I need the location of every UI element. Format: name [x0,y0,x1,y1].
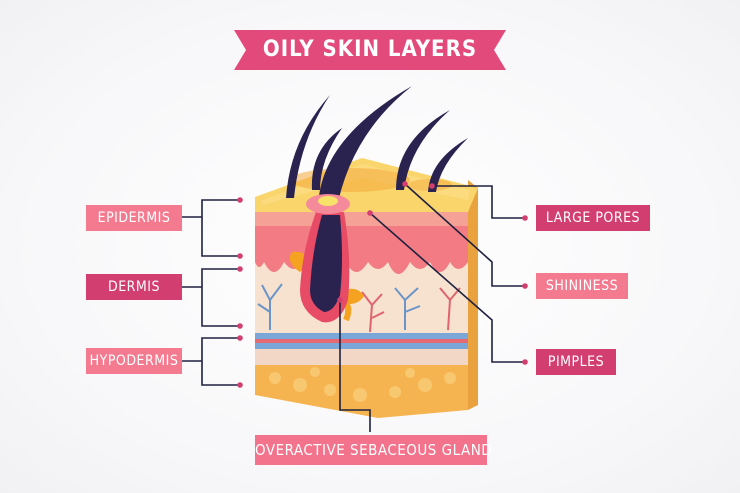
label-epidermis: EPIDERMIS [86,205,182,231]
title-banner [234,30,506,70]
label-shininess: SHININESS [536,273,628,299]
diagram-title: OILY SKIN LAYERS [262,37,478,62]
label-pimples: PIMPLES [536,349,616,375]
label-hypodermis: HYPODERMIS [86,348,182,374]
connector-lines [182,183,525,432]
hair-strands [286,86,468,212]
label-large-pores: LARGE PORES [536,205,650,231]
connector-dots [237,181,528,388]
label-dermis: DERMIS [86,274,182,300]
skin-cube [255,86,478,418]
label-overactive-sebaceous-gland: OVERACTIVE SEBACEOUS GLAND [255,435,492,465]
